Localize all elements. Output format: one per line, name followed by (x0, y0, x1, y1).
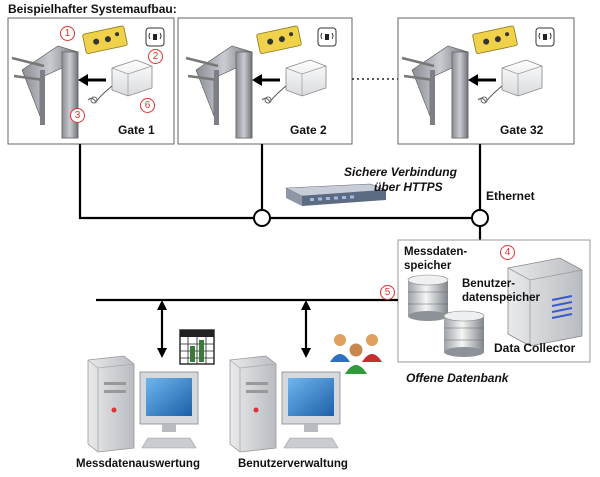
server-tower-icon (507, 257, 583, 347)
gate-32-devices (468, 25, 555, 104)
marker-3: 3 (70, 108, 85, 123)
database-icon-measurements (407, 274, 449, 321)
https-appliance-icon (284, 183, 387, 206)
diagram-title: Beispielhafter Systemaufbau: (8, 2, 177, 16)
users-icon (330, 334, 382, 374)
workstation-right-icon (229, 355, 341, 453)
workstation-left-icon (87, 355, 199, 453)
lan-double-arrows (157, 300, 311, 358)
gate-2-devices (252, 25, 337, 104)
junction-gate-2 (253, 209, 271, 227)
gate-2-label: Gate 2 (290, 123, 327, 137)
gate-32-label: Gate 32 (500, 123, 544, 137)
card-reader-32 (472, 25, 518, 54)
arrow-left-icon-1 (78, 74, 88, 86)
ethernet-label: Ethernet (486, 189, 535, 203)
marker-5: 5 (380, 285, 395, 300)
data-collector-label: Data Collector (494, 341, 576, 355)
database-icon-users (443, 310, 485, 357)
arrow-left-icon-2 (252, 74, 262, 86)
turnstile-32 (401, 45, 469, 139)
card-reader-1 (82, 25, 128, 54)
connection-label-line1: Sichere Verbindung (344, 165, 457, 179)
storage-2-label-line2: datenspeicher (462, 292, 540, 304)
storage-2-label-line1: Benutzer- (462, 278, 516, 290)
marker-6: 6 (140, 98, 155, 113)
marker-2: 2 (148, 49, 163, 64)
workstation-right-label: Benutzerverwaltung (238, 458, 348, 470)
turnstile-2 (185, 45, 253, 139)
card-reader-2 (256, 25, 302, 54)
storage-1-label-line2: speicher (404, 260, 452, 272)
connection-label-line2: über HTTPS (374, 180, 443, 194)
junction-gate-32 (471, 209, 489, 227)
marker-4: 4 (500, 245, 515, 260)
arrow-left-icon-32 (468, 74, 478, 86)
spreadsheet-icon (179, 329, 215, 365)
gate-1-devices (78, 25, 165, 104)
storage-1-label-line1: Messdaten- (404, 246, 468, 258)
marker-1: 1 (60, 26, 75, 41)
workstation-left-label: Messdatenauswertung (76, 458, 200, 470)
gate-1-label: Gate 1 (118, 123, 155, 137)
database-label: Offene Datenbank (406, 371, 509, 385)
